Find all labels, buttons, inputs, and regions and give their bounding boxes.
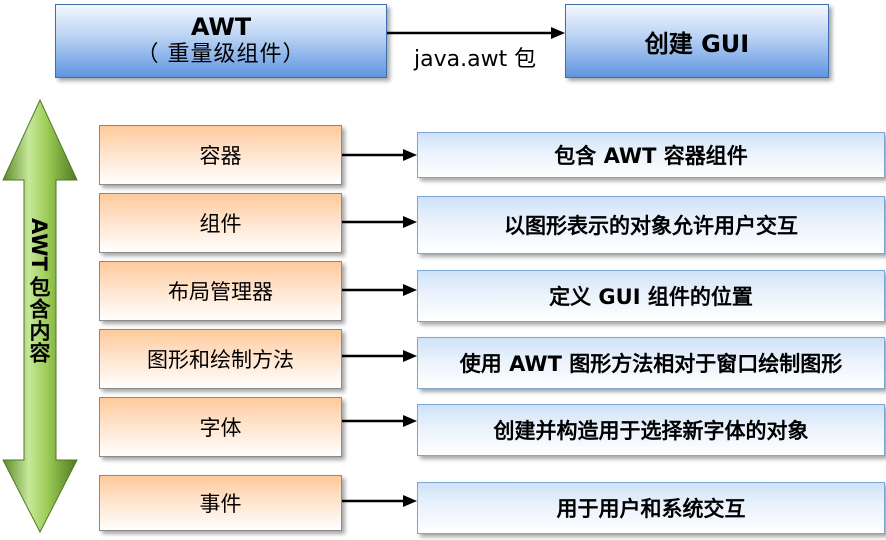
item-events: 事件 [99, 475, 342, 531]
row-arrow [342, 216, 417, 228]
item-label: 组件 [199, 212, 242, 236]
item-label: 容器 [199, 144, 242, 168]
awt-box: AWT （ 重量级组件） [55, 4, 387, 78]
desc-label: 以图形表示的对象允许用户交互 [504, 214, 798, 238]
item-components: 组件 [99, 193, 342, 253]
desc-components: 以图形表示的对象允许用户交互 [417, 196, 885, 254]
awt-subtitle: （ 重量级组件） [136, 42, 306, 67]
item-containers: 容器 [99, 125, 342, 185]
item-label: 字体 [199, 416, 242, 440]
desc-containers: 包含 AWT 容器组件 [417, 132, 885, 178]
row-arrow [342, 350, 417, 362]
awt-title: AWT [190, 13, 252, 41]
desc-fonts: 创建并构造用于选择新字体的对象 [417, 404, 885, 456]
top-arrow [387, 27, 565, 39]
item-layout-managers: 布局管理器 [99, 261, 342, 321]
desc-label: 包含 AWT 容器组件 [554, 144, 748, 168]
row-arrow [342, 495, 417, 507]
item-graphics: 图形和绘制方法 [99, 329, 342, 389]
desc-layout-managers: 定义 GUI 组件的位置 [417, 270, 885, 322]
row-arrow [342, 415, 417, 427]
create-gui-box: 创建 GUI [565, 4, 829, 78]
package-label: java.awt 包 [414, 47, 537, 72]
desc-events: 用于用户和系统交互 [417, 482, 885, 534]
side-label-latin: AWT [27, 218, 51, 271]
side-label: AWT 包含内容 [26, 218, 52, 364]
side-label-cjk: 包含内容 [27, 275, 51, 364]
row-arrow [342, 284, 417, 296]
item-label: 图形和绘制方法 [147, 348, 294, 372]
create-gui-title: 创建 GUI [644, 29, 750, 58]
desc-label: 创建并构造用于选择新字体的对象 [493, 419, 809, 443]
item-label: 事件 [199, 492, 242, 516]
item-fonts: 字体 [99, 397, 342, 457]
desc-label: 使用 AWT 图形方法相对于窗口绘制图形 [459, 352, 843, 376]
desc-graphics: 使用 AWT 图形方法相对于窗口绘制图形 [417, 337, 885, 389]
desc-label: 定义 GUI 组件的位置 [549, 285, 753, 309]
double-arrow [2, 98, 78, 534]
item-label: 布局管理器 [168, 280, 273, 304]
desc-label: 用于用户和系统交互 [556, 497, 746, 521]
row-arrow [342, 149, 417, 161]
